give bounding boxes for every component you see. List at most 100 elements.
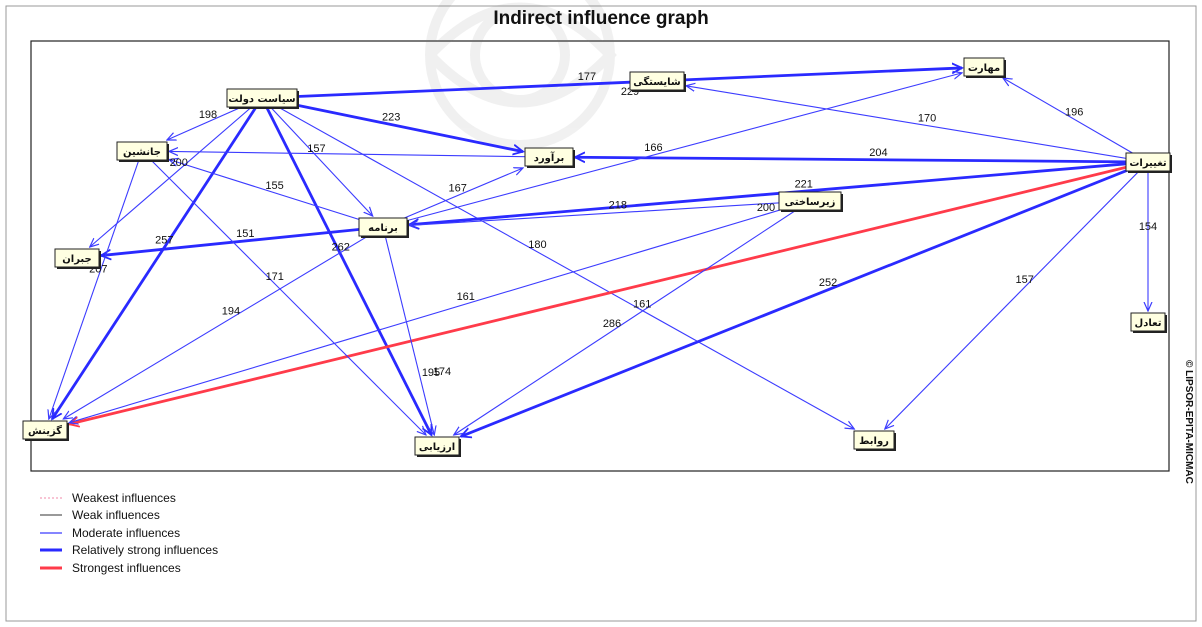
legend-label-weak: Weak influences xyxy=(72,508,160,523)
edge-siasat-to-gozinesh xyxy=(51,97,264,419)
node-ravabet[interactable]: روابط xyxy=(853,430,896,451)
edge-taghirat-to-maharat xyxy=(1003,78,1149,163)
legend-item-strongest: Strongest influences xyxy=(40,559,218,577)
node-box xyxy=(116,141,168,161)
edge-label: 262 xyxy=(332,242,350,254)
node-label: شایستگی xyxy=(633,75,681,88)
node-arzyabi[interactable]: ارزیابی xyxy=(414,436,461,457)
edge-taghirat-to-shayestegi xyxy=(686,86,1149,163)
node-label: روابط xyxy=(859,436,889,447)
edge-label: 200 xyxy=(757,202,775,214)
nodes-layer: سیاست دولت شایستگی مهارت جانشین برآورد تغییرا… xyxy=(22,57,1172,457)
legend-item-weakest: Weakest influences xyxy=(40,489,218,507)
node-label: مهارت xyxy=(968,63,1000,74)
edge-taghirat-to-baravord xyxy=(575,157,1149,164)
legend-label-moderate: Moderate influences xyxy=(72,525,181,540)
legend-swatch-weakest xyxy=(40,497,62,499)
legend-swatch-relatively-strong xyxy=(40,548,62,552)
node-label: تغییرات xyxy=(1129,158,1167,169)
edge-janeshin-to-arzyabi xyxy=(141,150,426,435)
edge-baravord-to-janeshin xyxy=(169,151,550,158)
node-box xyxy=(853,430,895,450)
node-box xyxy=(1130,312,1166,332)
edge-taghirat-to-arzyabi xyxy=(461,160,1149,436)
edge-siasat-to-baravord xyxy=(261,96,523,152)
edge-label: 167 xyxy=(449,183,467,195)
legend-item-relatively-strong: Relatively strong influences xyxy=(40,542,218,560)
edge-barname-to-janeshin xyxy=(169,160,384,228)
node-label: جانشین xyxy=(123,147,161,158)
edge-label: 166 xyxy=(644,142,662,154)
legend-label-weakest: Weakest influences xyxy=(72,490,176,505)
legend-swatch-weak xyxy=(40,514,62,516)
node-zirsakht[interactable]: زیرساختی xyxy=(778,191,843,212)
edge-barname-to-baravord xyxy=(382,168,523,228)
edge-label: 252 xyxy=(819,277,837,289)
legend-swatch-moderate xyxy=(40,532,62,534)
plot-frame xyxy=(30,40,1170,472)
node-shayestegi[interactable]: شایستگی xyxy=(629,71,686,92)
node-box xyxy=(524,147,574,167)
node-label: زیرساختی xyxy=(785,197,836,208)
edge-siasat-to-ravabet xyxy=(261,97,854,429)
legend-item-weak: Weak influences xyxy=(40,507,218,525)
node-label: ارزیابی xyxy=(419,442,455,453)
edge-label: 151 xyxy=(236,228,254,240)
node-maharat[interactable]: مهارت xyxy=(963,57,1006,78)
edge-label: 196 xyxy=(1065,106,1083,118)
edge-label: 177 xyxy=(578,71,596,83)
node-box xyxy=(1125,152,1171,172)
edge-zirsakht-to-barname xyxy=(409,200,811,225)
graph-title: Indirect influence graph xyxy=(493,8,709,29)
edge-label: 180 xyxy=(528,239,546,251)
edge-taghirat-to-ravabet xyxy=(885,161,1149,429)
node-gozinesh[interactable]: گزینش xyxy=(22,420,69,441)
edge-zirsakht-to-gozinesh xyxy=(69,200,811,423)
edge-taghirat-to-gozinesh xyxy=(69,160,1149,424)
edge-siasat-to-arzyabi xyxy=(260,97,433,435)
node-box xyxy=(54,248,100,268)
node-box xyxy=(22,420,68,440)
edge-label: 198 xyxy=(199,109,217,121)
node-siasat[interactable]: سیاست دولت xyxy=(226,88,299,109)
edge-siasat-to-maharat xyxy=(261,68,962,100)
node-janeshin[interactable]: جانشین xyxy=(116,141,169,162)
legend-item-moderate: Moderate influences xyxy=(40,524,218,542)
edge-label: 157 xyxy=(1016,274,1034,286)
edge-barname-to-jobran xyxy=(101,225,384,256)
node-box xyxy=(778,191,842,211)
node-baravord[interactable]: برآورد xyxy=(524,147,575,168)
node-barname[interactable]: برنامه xyxy=(358,217,409,238)
legend-label-strongest: Strongest influences xyxy=(72,560,181,575)
edge-label: 194 xyxy=(222,305,240,317)
edge-label: 171 xyxy=(266,271,284,283)
node-taadol[interactable]: تعادل xyxy=(1130,312,1167,333)
node-label: تعادل xyxy=(1135,318,1162,329)
edge-label: 223 xyxy=(382,112,400,124)
edge-barname-to-arzyabi xyxy=(382,226,434,435)
edge-label: 286 xyxy=(603,318,621,330)
edge-label: 218 xyxy=(609,200,627,212)
node-label: سیاست دولت xyxy=(228,94,295,105)
node-label: برآورد xyxy=(534,151,565,164)
node-taghirat[interactable]: تغییرات xyxy=(1125,152,1172,173)
edge-zirsakht-to-arzyabi xyxy=(454,200,811,435)
edge-label: 195 xyxy=(422,367,440,379)
node-label: گزینش xyxy=(28,424,62,437)
edge-label: 204 xyxy=(869,147,887,159)
node-label: جبران xyxy=(62,254,91,265)
edge-labels-layer: 1772231982001571802572621701962042211541… xyxy=(89,71,1157,379)
edge-siasat-to-jobran xyxy=(90,97,263,247)
edge-label: 157 xyxy=(307,143,325,155)
edge-label: 257 xyxy=(155,234,173,246)
edge-barname-to-maharat xyxy=(382,73,962,228)
copyright-text: © LIPSOR-EPITA-MICMAC xyxy=(1183,360,1194,484)
edge-label: 174 xyxy=(433,366,451,378)
edge-label: 221 xyxy=(795,178,813,190)
legend-label-relatively-strong: Relatively strong influences xyxy=(72,543,219,558)
node-box xyxy=(414,436,460,456)
node-jobran[interactable]: جبران xyxy=(54,248,101,269)
node-label: برنامه xyxy=(368,223,398,234)
edge-label: 200 xyxy=(170,157,188,169)
